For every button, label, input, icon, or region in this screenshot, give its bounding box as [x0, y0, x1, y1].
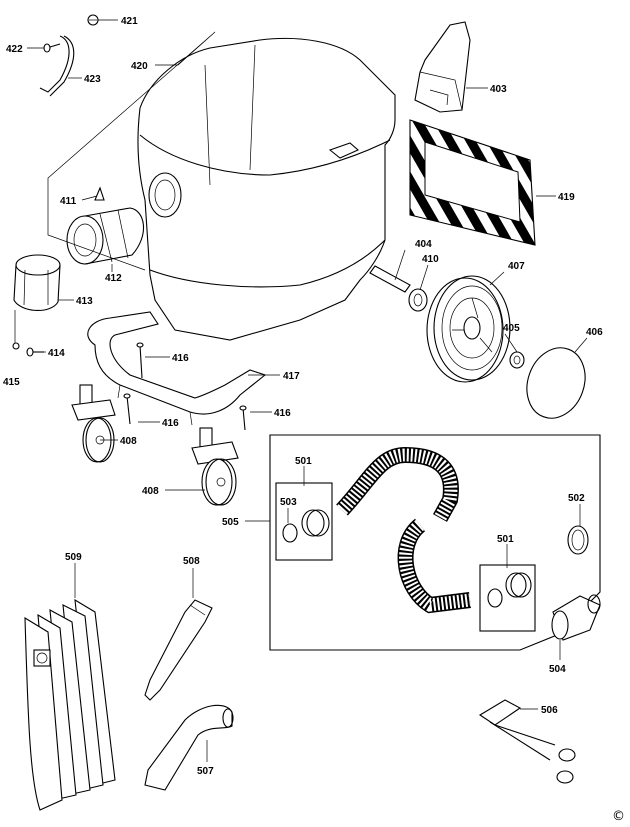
label-503: 503 — [280, 497, 297, 508]
label-417: 417 — [283, 371, 300, 382]
label-408-a: 408 — [120, 436, 137, 447]
part-423-strap — [39, 35, 75, 97]
label-403: 403 — [490, 84, 507, 95]
label-408-b: 408 — [142, 486, 159, 497]
label-504: 504 — [549, 664, 566, 675]
label-413: 413 — [76, 296, 93, 307]
label-410: 410 — [422, 254, 439, 265]
part-labels: 421 422 423 420 403 419 411 412 413 414 … — [3, 16, 625, 824]
part-408-caster-2 — [191, 427, 239, 506]
label-505: 505 — [222, 517, 239, 528]
part-421-clip — [87, 14, 99, 26]
part-408-caster-1 — [71, 384, 116, 463]
label-420: 420 — [131, 61, 148, 72]
label-405: 405 — [503, 323, 520, 334]
part-420-tank — [137, 37, 396, 341]
part-501-coupling-box-1 — [275, 482, 333, 561]
part-506-tool — [478, 699, 576, 784]
part-504-adapter — [551, 594, 601, 641]
part-413-cylinder — [13, 254, 61, 311]
part-508-crevice-tool — [144, 599, 213, 701]
label-508: 508 — [183, 556, 200, 567]
label-423: 423 — [84, 74, 101, 85]
label-502: 502 — [568, 493, 585, 504]
part-404-axle — [369, 265, 411, 293]
part-405-nut — [509, 351, 525, 369]
label-414: 414 — [48, 348, 65, 359]
part-415-washer — [12, 342, 20, 350]
part-410-spacer — [408, 288, 428, 312]
part-502-ring — [567, 525, 589, 555]
label-407: 407 — [508, 261, 525, 272]
part-416-screw-1 — [136, 342, 144, 379]
part-411-cone — [94, 186, 105, 201]
label-404: 404 — [415, 239, 432, 250]
part-403-bracket — [414, 21, 471, 113]
label-509: 509 — [65, 552, 82, 563]
part-501-coupling-box-2 — [479, 564, 536, 632]
part-417-frame — [87, 311, 267, 426]
part-509-filter-bags — [24, 598, 116, 811]
label-416-c: 416 — [274, 408, 291, 419]
label-501-a: 501 — [295, 456, 312, 467]
part-412-filter — [66, 207, 145, 265]
label-501-b: 501 — [497, 534, 514, 545]
part-416-screw-3 — [239, 405, 247, 431]
part-407-wheel — [426, 275, 511, 383]
label-422: 422 — [6, 44, 23, 55]
part-422-screw — [43, 43, 61, 53]
part-406-cap — [526, 347, 586, 419]
part-416-screw-2 — [123, 393, 131, 425]
label-415: 415 — [3, 377, 20, 388]
leader-lines — [27, 19, 588, 762]
label-421: 421 — [121, 16, 138, 27]
label-416-a: 416 — [172, 353, 189, 364]
label-412: 412 — [105, 273, 122, 284]
copyright-mark: © — [612, 809, 625, 824]
part-414-screw — [26, 347, 44, 357]
label-411: 411 — [60, 196, 77, 207]
label-419: 419 — [558, 192, 575, 203]
label-507: 507 — [197, 766, 214, 777]
label-506: 506 — [541, 705, 558, 716]
part-505-hose — [336, 446, 471, 614]
label-406: 406 — [586, 327, 603, 338]
label-416-b: 416 — [162, 418, 179, 429]
part-507-curved-wand — [144, 704, 234, 791]
